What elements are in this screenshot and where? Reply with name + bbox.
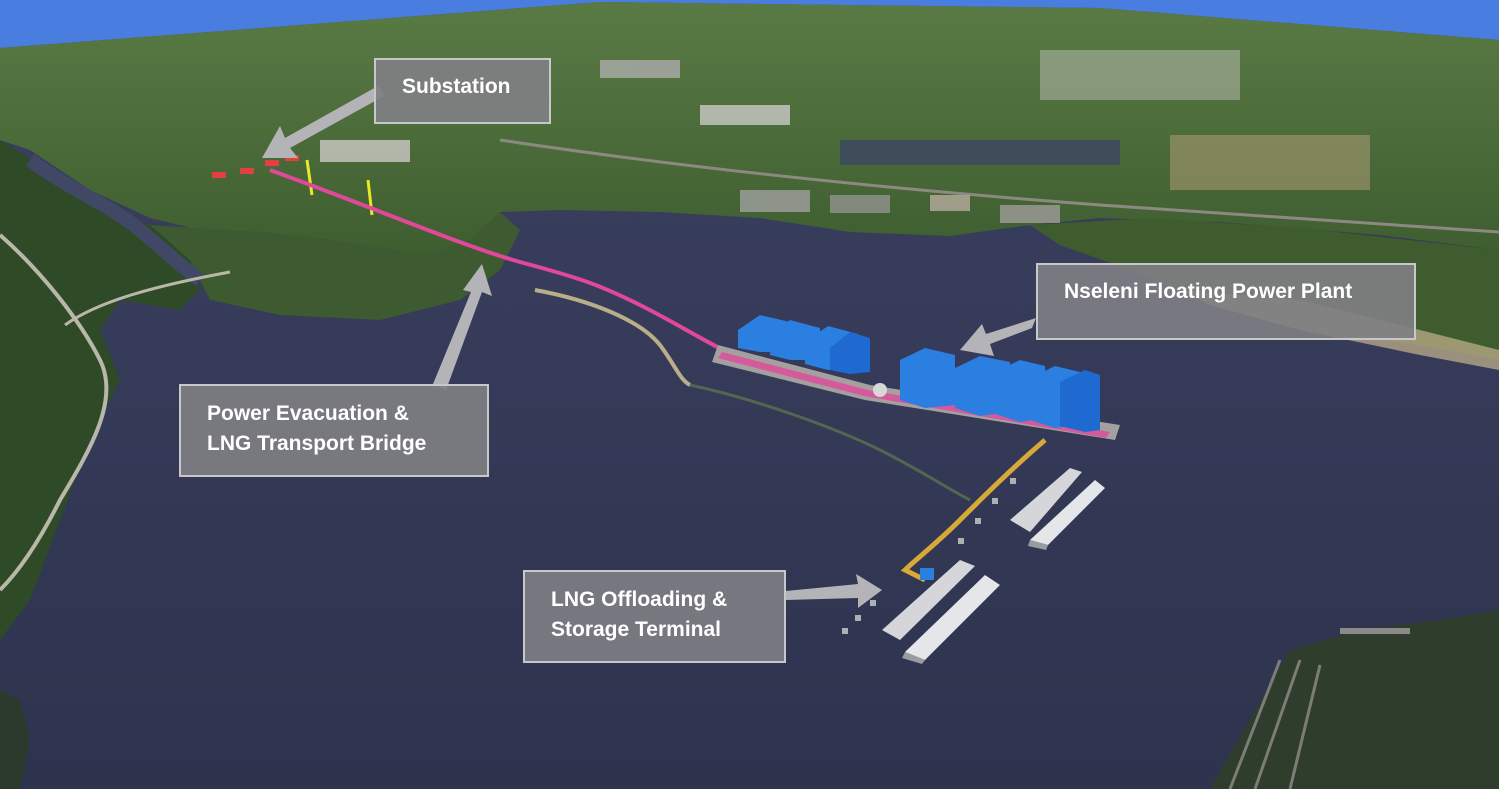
floating-power-plant-label-text: Nseleni Floating Power Plant xyxy=(1064,280,1353,303)
land-left-inner xyxy=(150,212,520,320)
arrow-power-plant xyxy=(960,318,1036,356)
rail-line xyxy=(499,138,1499,234)
substation-label-text: Substation xyxy=(402,75,511,98)
terminal-label-line2: Storage Terminal xyxy=(551,618,721,641)
terminal-label-line1: LNG Offloading & xyxy=(551,588,728,611)
jetty-right xyxy=(1340,628,1410,634)
rail-yard xyxy=(1228,659,1322,789)
lng-carrier-lower xyxy=(882,560,1000,664)
callout-arrows xyxy=(262,86,1036,608)
sandbar xyxy=(534,288,692,387)
sky xyxy=(0,0,1499,48)
wake-trail xyxy=(689,383,971,502)
highway-bridge xyxy=(64,270,231,327)
terminal-label: LNG Offloading & Storage Terminal xyxy=(523,570,786,663)
mooring-dolphins xyxy=(842,478,1016,634)
arrow-substation xyxy=(262,86,384,158)
land-bottom-left xyxy=(0,690,30,789)
highway xyxy=(0,233,109,592)
bridge-label-line2: LNG Transport Bridge xyxy=(207,432,427,455)
substation-label: Substation xyxy=(374,58,551,124)
industrial-area xyxy=(320,50,1370,223)
arrow-bridge xyxy=(433,264,492,390)
arrow-terminal xyxy=(786,574,882,608)
floating-power-plant-label: Nseleni Floating Power Plant xyxy=(1036,263,1416,340)
lng-carrier-upper xyxy=(1010,468,1105,550)
power-lng-bridge xyxy=(269,168,741,360)
floating-power-plant xyxy=(712,315,1120,440)
lng-walkway xyxy=(900,438,1047,583)
bridge-label: Power Evacuation & LNG Transport Bridge xyxy=(179,384,489,477)
bridge-label-line1: Power Evacuation & xyxy=(207,402,409,425)
land-bottom-right xyxy=(1210,610,1499,789)
river-channel xyxy=(25,154,204,286)
